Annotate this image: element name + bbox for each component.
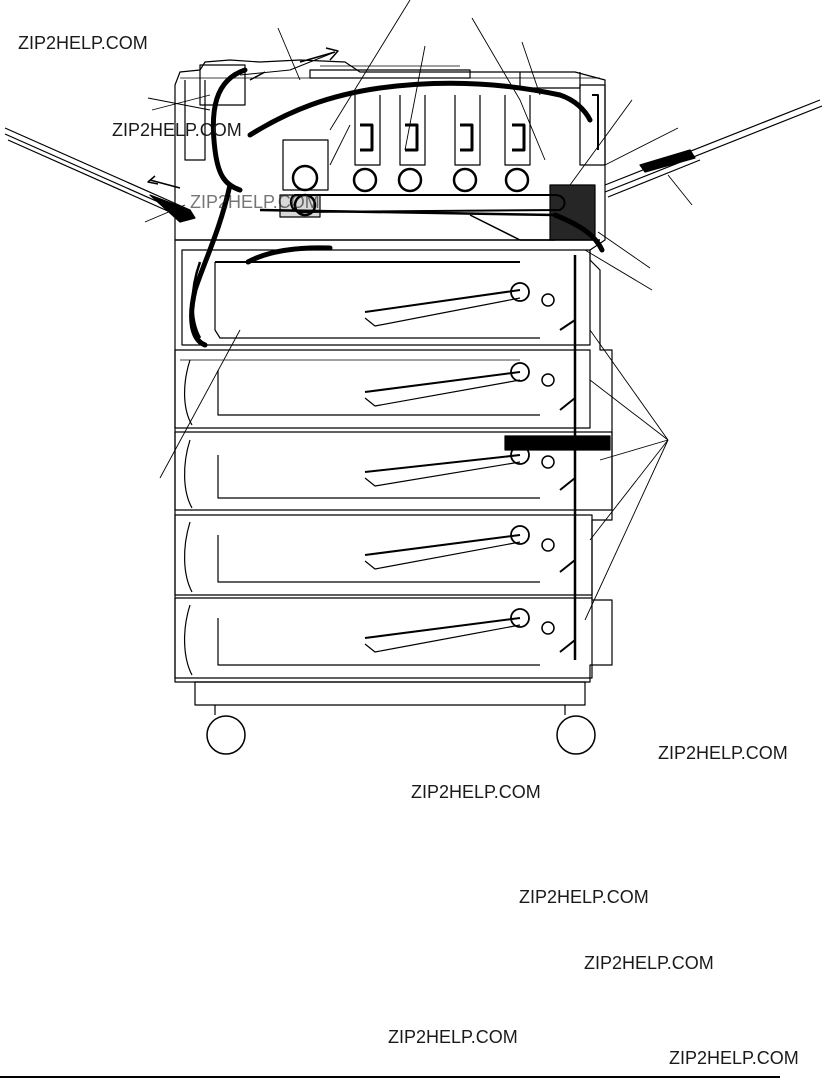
- paper-tray-5: [174, 597, 593, 679]
- transfer-belt: [289, 194, 566, 213]
- leader-lines: [144, 0, 693, 621]
- left-output-tray: [4, 127, 196, 223]
- top-unit: [184, 47, 581, 161]
- machine-body: [174, 59, 613, 683]
- base-stand: [194, 681, 596, 755]
- drum-unit-4: [504, 95, 531, 193]
- watermark-text: ZIP2HELP.COM: [519, 887, 649, 907]
- watermark-text: ZIP2HELP.COM: [658, 743, 788, 763]
- imaging-units: [259, 95, 566, 241]
- drum-unit-1: [352, 95, 381, 193]
- watermark-text: ZIP2HELP.COM: [669, 1048, 799, 1068]
- paper-tray-4: [174, 514, 593, 596]
- drum-unit-2: [397, 95, 426, 193]
- watermark-text: ZIP2HELP.COM: [190, 192, 320, 212]
- paper-trays: [174, 249, 613, 679]
- watermark-text: ZIP2HELP.COM: [411, 782, 541, 802]
- watermark-text: ZIP2HELP.COM: [584, 953, 714, 973]
- right-bypass-tray: [604, 99, 822, 198]
- page-bottom-rule: [0, 1076, 780, 1078]
- drum-unit-3: [452, 95, 481, 193]
- paper-tray-1: [181, 249, 591, 346]
- fuser-unit: [279, 139, 329, 218]
- right-feed-section: [549, 84, 606, 241]
- caster-right: [556, 715, 596, 755]
- watermark-text: ZIP2HELP.COM: [112, 120, 242, 140]
- watermark-text: ZIP2HELP.COM: [388, 1027, 518, 1047]
- paper-tray-3: [174, 431, 613, 511]
- caster-left: [206, 715, 246, 755]
- paper-tray-2: [174, 349, 591, 429]
- watermark-text: ZIP2HELP.COM: [18, 33, 148, 53]
